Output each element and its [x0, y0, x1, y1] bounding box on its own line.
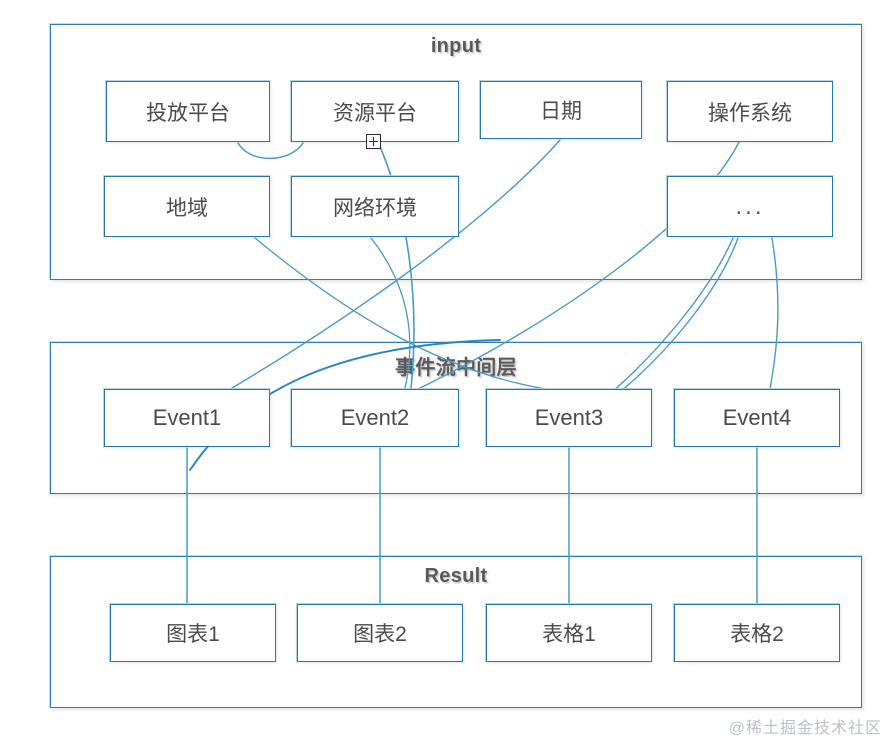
node-event2[interactable]: Event2 [290, 388, 460, 448]
node-label: 表格2 [730, 623, 784, 646]
node-label: Event2 [340, 405, 410, 430]
node-表格2[interactable]: 表格2 [673, 603, 841, 663]
node-event4[interactable]: Event4 [673, 388, 841, 448]
node-label: 网络环境 [333, 196, 417, 220]
node-图表2[interactable]: 图表2 [296, 603, 464, 663]
node-label: 投放平台 [146, 101, 230, 125]
node-label: 图表1 [166, 623, 220, 646]
node-label: 资源平台 [333, 101, 417, 125]
node-label: Event3 [534, 405, 604, 430]
node-资源平台[interactable]: 资源平台 [290, 80, 460, 143]
group-middle-title: 事件流中间层 [395, 357, 517, 379]
node-网络环境[interactable]: 网络环境 [290, 175, 460, 238]
node-ellipsis-more[interactable]: ... [666, 175, 834, 238]
node-label: 日期 [540, 100, 582, 123]
plus-crosshair-icon[interactable] [366, 134, 381, 149]
node-日期[interactable]: 日期 [479, 80, 643, 140]
node-label: 操作系统 [708, 101, 792, 125]
node-event3[interactable]: Event3 [485, 388, 653, 448]
node-label: 表格1 [542, 623, 596, 646]
node-label: 地域 [166, 196, 208, 220]
node-label: 图表2 [353, 623, 407, 646]
node-操作系统[interactable]: 操作系统 [666, 80, 834, 143]
node-label: Event1 [152, 405, 222, 430]
group-input-title: input [430, 35, 482, 57]
group-input: input [49, 23, 863, 281]
node-表格1[interactable]: 表格1 [485, 603, 653, 663]
node-label: Event4 [722, 405, 792, 430]
node-投放平台[interactable]: 投放平台 [105, 80, 271, 143]
node-label: ... [735, 192, 765, 220]
watermark: @稀土掘金技术社区 [728, 720, 882, 737]
node-图表1[interactable]: 图表1 [109, 603, 277, 663]
node-地域[interactable]: 地域 [103, 175, 271, 238]
group-result-title: Result [424, 565, 488, 587]
node-event1[interactable]: Event1 [103, 388, 271, 448]
